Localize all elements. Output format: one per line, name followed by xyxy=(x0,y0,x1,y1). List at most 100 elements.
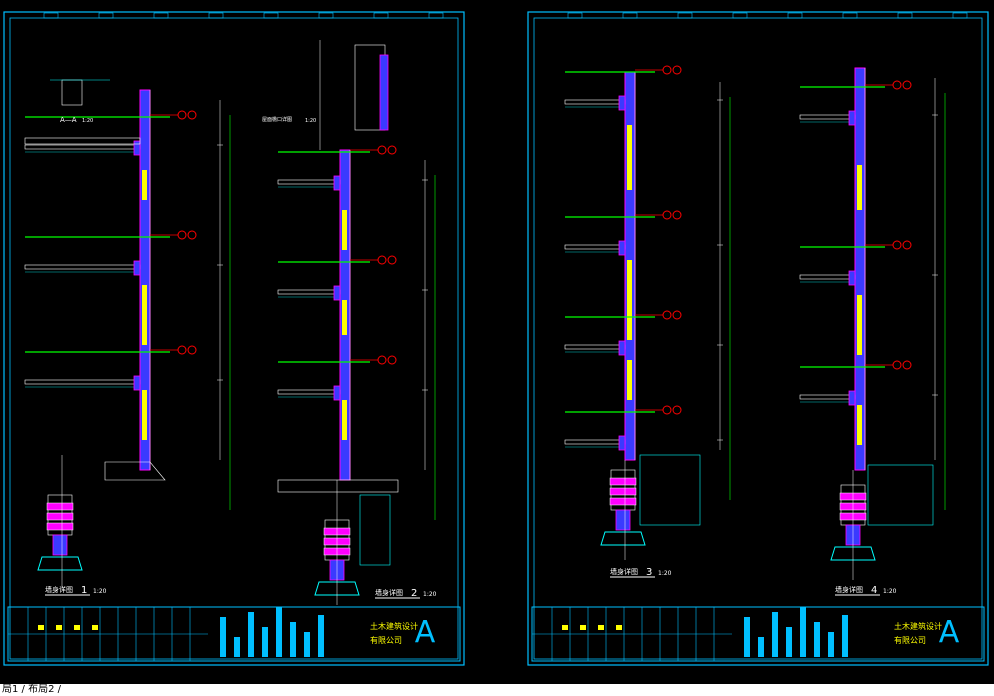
window-glass xyxy=(627,360,632,400)
callout-circle xyxy=(902,360,912,370)
callout-circle xyxy=(892,80,902,90)
layout-tabs-bar[interactable]: 局1 / 布局2 / xyxy=(0,684,994,696)
foundation-wall-detail xyxy=(867,464,934,526)
beam-block xyxy=(848,110,856,126)
callout-circle xyxy=(177,110,187,120)
foundation-footing xyxy=(314,581,360,596)
callout-circle xyxy=(672,210,682,220)
frame-ruler-tick xyxy=(208,12,224,19)
callout-circle xyxy=(187,110,197,120)
foundation-wall-detail xyxy=(359,494,391,566)
title-block-bar xyxy=(248,612,254,657)
frame-ruler-tick xyxy=(98,12,114,19)
layout-tabs-text[interactable]: 局1 / 布局2 / xyxy=(2,684,61,695)
beam-block xyxy=(618,435,626,451)
frame-ruler-tick xyxy=(318,12,334,19)
callout-circle xyxy=(892,360,902,370)
title-block-bar xyxy=(304,632,310,657)
eave-detail-label: 屋面檐口详图 xyxy=(262,116,292,123)
callout-circle xyxy=(902,80,912,90)
title-block-bar xyxy=(828,632,834,657)
mini-detail-outline xyxy=(61,79,83,106)
beam-block xyxy=(618,340,626,356)
floor-slab xyxy=(24,144,141,150)
foundation-brick xyxy=(46,512,74,521)
company-name-line1: 土木建筑设计 xyxy=(894,621,942,631)
callout-circle xyxy=(377,255,387,265)
frame-ruler-tick xyxy=(263,12,279,19)
foundation-brick xyxy=(46,502,74,511)
floor-slab xyxy=(564,344,626,350)
detail-scale: 1:20 xyxy=(93,588,107,595)
foundation-brick xyxy=(609,497,637,506)
foundation-brick xyxy=(46,522,74,531)
window-glass xyxy=(342,210,347,250)
roof-slab xyxy=(24,137,141,145)
callout-circle xyxy=(177,345,187,355)
detail-number: 1 xyxy=(81,585,87,596)
foundation-stem xyxy=(52,534,68,556)
detail-number: 2 xyxy=(411,588,417,599)
floor-slab xyxy=(277,289,341,295)
detail-scale: 1:20 xyxy=(883,588,897,595)
beam-block xyxy=(133,260,141,276)
floor-slab xyxy=(564,99,626,105)
floor-slab xyxy=(24,379,141,385)
floor-slab xyxy=(277,389,341,395)
title-block-mark xyxy=(562,625,568,630)
sheet-outer-border xyxy=(527,11,989,666)
window-glass xyxy=(142,390,147,440)
frame-ruler-tick xyxy=(43,12,59,19)
foundation-brick xyxy=(609,487,637,496)
detail-title: 墙身详图 xyxy=(610,567,638,576)
floor-slab xyxy=(277,179,341,185)
frame-ruler-tick xyxy=(622,12,638,19)
title-block-bar xyxy=(772,612,778,657)
company-name-line2: 有限公司 xyxy=(370,635,402,645)
callout-circle xyxy=(892,240,902,250)
window-glass xyxy=(342,300,347,335)
window-glass xyxy=(857,405,862,445)
title-block-mark xyxy=(598,625,604,630)
sheet-outer-border xyxy=(3,11,465,666)
title-block-bar xyxy=(290,622,296,657)
title-block-mark xyxy=(56,625,62,630)
foundation-footing xyxy=(830,546,876,561)
title-block-bar xyxy=(234,637,240,657)
beam-block xyxy=(333,285,341,301)
title-block-mark xyxy=(92,625,98,630)
frame-ruler-tick xyxy=(153,12,169,19)
window-glass xyxy=(142,285,147,345)
callout-circle xyxy=(902,240,912,250)
sheet-inner-border xyxy=(533,17,983,660)
beam-block xyxy=(333,385,341,401)
frame-ruler-tick xyxy=(952,12,968,19)
detail-title: 墙身详图 xyxy=(375,588,403,597)
floor-slab xyxy=(24,264,141,270)
frame-ruler-tick xyxy=(677,12,693,19)
beam-block xyxy=(133,375,141,391)
frame-ruler-tick xyxy=(732,12,748,19)
frame-ruler-tick xyxy=(897,12,913,19)
company-name-line1: 土木建筑设计 xyxy=(370,621,418,631)
beam-block xyxy=(848,390,856,406)
callout-circle xyxy=(187,345,197,355)
title-block-mark xyxy=(580,625,586,630)
callout-circle xyxy=(377,145,387,155)
window-glass xyxy=(857,295,862,355)
mini-detail-scale: 1:20 xyxy=(82,118,93,124)
floor-slab xyxy=(799,274,856,280)
logo-letter: A xyxy=(939,615,960,650)
callout-circle xyxy=(187,230,197,240)
window-glass xyxy=(627,125,632,190)
title-block-bar xyxy=(744,617,750,657)
frame-ruler-tick xyxy=(373,12,389,19)
title-block-bar xyxy=(814,622,820,657)
title-block-bar xyxy=(262,627,268,657)
ground-hatch xyxy=(104,461,166,481)
window-glass xyxy=(342,400,347,440)
callout-circle xyxy=(662,65,672,75)
